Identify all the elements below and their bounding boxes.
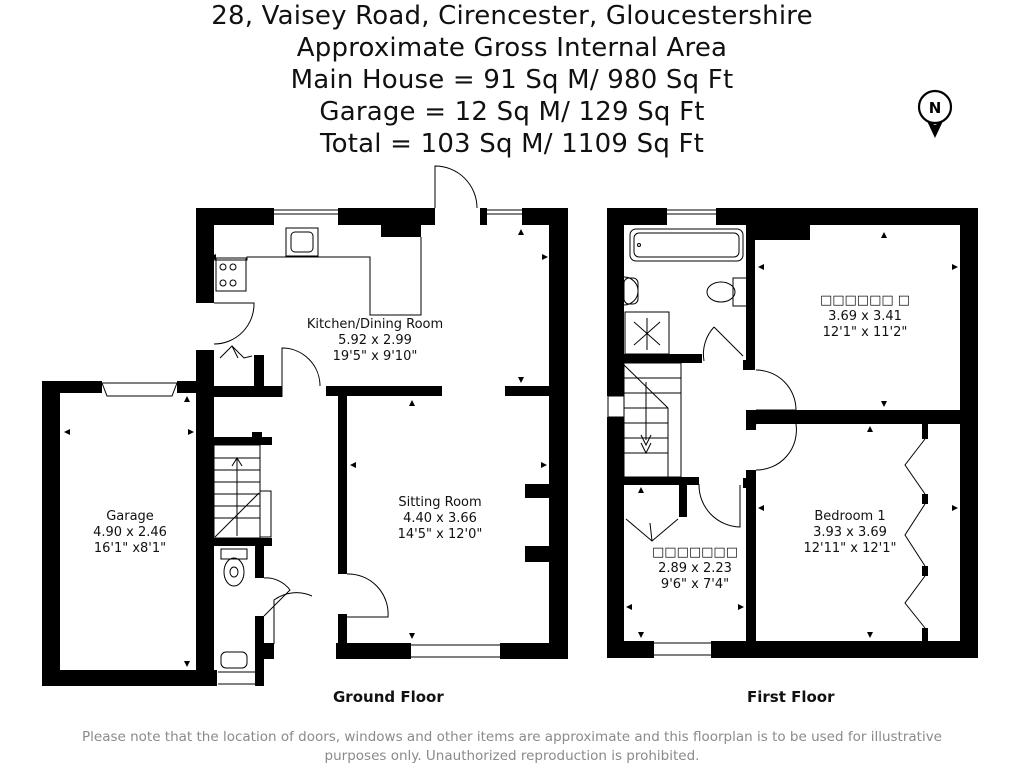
room-metric: 4.90 x 2.46 — [93, 525, 167, 540]
room-metric: 4.40 x 3.66 — [403, 511, 477, 526]
room-label-bedroom-3: □□□□□□□ 2.89 x 2.23 9'6" x 7'4" — [640, 545, 750, 593]
room-imperial: 12'1" x 11'2" — [822, 325, 908, 340]
svg-text:N: N — [929, 99, 942, 117]
disclaimer: Please note that the location of doors, … — [40, 728, 984, 766]
area-subtitle: Approximate Gross Internal Area — [296, 33, 728, 63]
room-imperial: 19'5" x 9'10" — [332, 349, 418, 364]
north-arrow-icon: N — [917, 89, 953, 138]
first-floor-fixtures — [607, 209, 926, 656]
disclaimer-line-2: purposes only. Unauthorized reproduction… — [324, 748, 700, 764]
room-label-sitting-room: Sitting Room 4.40 x 3.66 14'5" x 12'0" — [375, 495, 505, 543]
room-name: Bedroom 1 — [814, 509, 886, 524]
room-label-bedroom-1: Bedroom 1 3.93 x 3.69 12'11" x 12'1" — [790, 509, 910, 557]
address-title: 28, Vaisey Road, Cirencester, Gloucester… — [211, 1, 813, 31]
room-metric: 3.93 x 3.69 — [813, 525, 887, 540]
room-metric: 3.69 x 3.41 — [828, 309, 902, 324]
main-house-area: Main House = 91 Sq M/ 980 Sq Ft — [290, 65, 734, 95]
room-metric: 2.89 x 2.23 — [658, 561, 732, 576]
total-area: Total = 103 Sq M/ 1109 Sq Ft — [319, 129, 705, 159]
disclaimer-line-1: Please note that the location of doors, … — [82, 729, 942, 745]
room-name: □□□□□□□ — [652, 545, 738, 560]
room-name: Sitting Room — [398, 495, 482, 510]
ground-floor-label: Ground Floor — [333, 688, 444, 706]
room-label-kitchen-dining: Kitchen/Dining Room 5.92 x 2.99 19'5" x … — [290, 317, 460, 365]
room-name: Kitchen/Dining Room — [306, 317, 444, 332]
ground-floor-dimension-markers — [64, 229, 548, 667]
ground-floor-plan — [42, 208, 568, 686]
ground-floor-fixtures — [101, 165, 522, 685]
room-name: Garage — [106, 509, 154, 524]
first-floor-plan — [607, 208, 978, 658]
room-metric: 5.92 x 2.99 — [338, 333, 412, 348]
title-block: 28, Vaisey Road, Cirencester, Gloucester… — [0, 0, 1024, 160]
room-label-garage: Garage 4.90 x 2.46 16'1" x8'1" — [70, 509, 190, 557]
room-imperial: 9'6" x 7'4" — [660, 577, 730, 592]
room-label-bedroom-2: □□□□□□ □ 3.69 x 3.41 12'1" x 11'2" — [805, 293, 925, 341]
garage-area: Garage = 12 Sq M/ 129 Sq Ft — [319, 97, 705, 127]
room-imperial: 14'5" x 12'0" — [397, 527, 483, 542]
room-imperial: 16'1" x8'1" — [93, 541, 167, 556]
first-floor-dimension-markers — [626, 232, 958, 638]
room-name: □□□□□□ □ — [819, 293, 911, 308]
room-imperial: 12'11" x 12'1" — [803, 541, 897, 556]
first-floor-label: First Floor — [747, 688, 835, 706]
